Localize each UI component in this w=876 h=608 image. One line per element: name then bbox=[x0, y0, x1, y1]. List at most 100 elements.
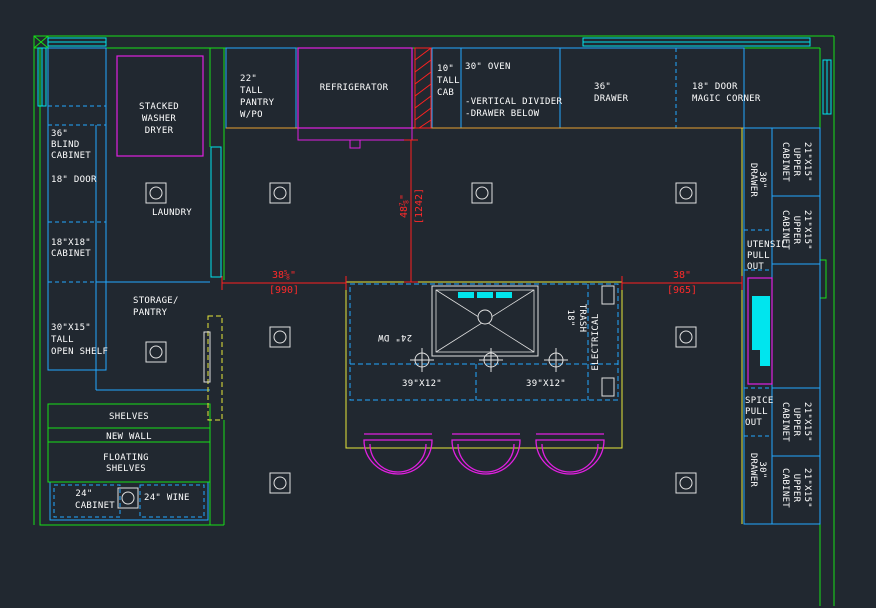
drawer30-top-2: DRAWER bbox=[748, 163, 758, 198]
upper2-label-3: CABINET bbox=[780, 210, 790, 250]
upper3-label-1: 21"X15" bbox=[802, 402, 812, 442]
magic-label-2: MAGIC CORNER bbox=[692, 94, 761, 104]
cab39-right-label: 39"X12" bbox=[526, 379, 566, 389]
bar-stool bbox=[535, 433, 605, 475]
drawer30-bot-1: 30" bbox=[757, 461, 767, 478]
laundry-labels: STACKED WASHER DRYER 36" BLIND CABINET 1… bbox=[51, 102, 192, 511]
dimension-lines bbox=[221, 139, 743, 290]
cab18-label-1: 18"X18" bbox=[51, 238, 91, 248]
pantry-label-3: PANTRY bbox=[240, 98, 275, 108]
sink-accent-2 bbox=[477, 292, 493, 298]
open-shelf-label-2: TALL bbox=[51, 335, 74, 345]
pendant-fixture bbox=[479, 348, 503, 372]
divider-label-1: -VERTICAL DIVIDER bbox=[465, 97, 562, 107]
pendant-fixtures bbox=[410, 348, 568, 372]
east-labels: 30" DRAWER 21"X15" UPPER CABINET 21"X15"… bbox=[745, 142, 812, 508]
laundry-shelves bbox=[47, 403, 211, 483]
cab24-label-2: CABINET bbox=[75, 501, 115, 511]
dim-right-metric: [965] bbox=[667, 285, 697, 296]
recessed-light bbox=[145, 182, 167, 204]
outlet-top bbox=[601, 285, 615, 305]
recessed-light bbox=[675, 472, 697, 494]
pantry-label-2: TALL bbox=[240, 86, 263, 96]
utensil-label-3: OUT bbox=[747, 262, 764, 272]
fridge-handle bbox=[349, 139, 361, 149]
drawer30-top-1: 30" bbox=[757, 171, 767, 188]
shelves-label: SHELVES bbox=[109, 412, 149, 422]
spice-label-3: OUT bbox=[745, 418, 762, 428]
drawer30-bot-2: DRAWER bbox=[748, 453, 758, 488]
upper4-label-2: UPPER bbox=[791, 474, 801, 503]
dim-vert-metric: [1242] bbox=[414, 188, 425, 224]
north-labels: 22" TALL PANTRY W/PO REFRIGERATOR 10" TA… bbox=[240, 62, 761, 120]
cooktop-element bbox=[752, 296, 770, 366]
utensil-label-2: PULL bbox=[747, 251, 770, 261]
door18-label: 18" DOOR bbox=[51, 175, 97, 185]
washer-dryer bbox=[116, 55, 204, 157]
upper4-label-3: CABINET bbox=[780, 468, 790, 508]
upper1-label-2: UPPER bbox=[791, 148, 801, 177]
recessed-light bbox=[145, 341, 167, 363]
recessed-light bbox=[269, 472, 291, 494]
utensil-label-1: UTENSIL bbox=[747, 240, 787, 250]
upper1-label-1: 21"X15" bbox=[802, 142, 812, 182]
upper3-label-2: UPPER bbox=[791, 408, 801, 437]
tallcab-label-1: 10" bbox=[437, 64, 454, 74]
washer-label-1: STACKED bbox=[139, 102, 179, 112]
pocket-door-lower bbox=[207, 315, 223, 421]
storage-label-2: PANTRY bbox=[133, 308, 168, 318]
drawer36-label-1: 36" bbox=[594, 82, 611, 92]
door-leaf bbox=[203, 331, 211, 383]
corner-column-x2 bbox=[33, 35, 49, 49]
wine-label: 24" WINE bbox=[144, 493, 190, 503]
sink-basin bbox=[435, 289, 535, 353]
magic-label-1: 18" DOOR bbox=[692, 82, 738, 92]
tallcab-label-2: TALL bbox=[437, 76, 460, 86]
fridge-label: REFRIGERATOR bbox=[320, 83, 389, 93]
pantry-label-4: W/PO bbox=[240, 110, 263, 120]
upper2-label-2: UPPER bbox=[791, 216, 801, 245]
pendant-fixture bbox=[544, 348, 568, 372]
upper1-label-3: CABINET bbox=[780, 142, 790, 182]
cab24-label-1: 24" bbox=[75, 489, 92, 499]
laundry-label: LAUNDRY bbox=[152, 208, 192, 218]
upper4-label-1: 21"X15" bbox=[802, 468, 812, 508]
outlet-bottom bbox=[601, 377, 615, 397]
recessed-lights bbox=[117, 182, 697, 509]
floating-label-1: FLOATING bbox=[103, 453, 149, 463]
tallcab-label-3: CAB bbox=[437, 88, 454, 98]
oven-label: 30" OVEN bbox=[465, 62, 511, 72]
washer-label-2: WASHER bbox=[142, 114, 177, 124]
fridge-panel-hatch bbox=[414, 47, 432, 129]
blind-cab-label-2: BLIND bbox=[51, 140, 80, 150]
recessed-light bbox=[471, 182, 493, 204]
bar-stools bbox=[363, 433, 605, 475]
recessed-light bbox=[269, 182, 291, 204]
recessed-light bbox=[117, 487, 139, 509]
floating-shelves-box bbox=[47, 441, 211, 483]
spice-label-1: SPICE bbox=[745, 396, 774, 406]
fridge-panel bbox=[414, 47, 432, 129]
sink-accent-1 bbox=[458, 292, 474, 298]
electrical-label: ELECTRICAL bbox=[591, 313, 601, 370]
open-shelf-label-3: OPEN SHELF bbox=[51, 347, 108, 357]
trash-label-2: TRASH bbox=[577, 304, 587, 333]
dim-left-metric: [990] bbox=[269, 285, 299, 296]
bar-stool bbox=[451, 433, 521, 475]
dim-left-value: 38⅝" bbox=[272, 269, 296, 281]
drawer36-label-2: DRAWER bbox=[594, 94, 629, 104]
wine-24-box bbox=[139, 484, 205, 518]
dim-right-value: 38" bbox=[673, 270, 691, 281]
dim-vert-value: 48⅞" bbox=[398, 194, 410, 218]
floating-label-2: SHELVES bbox=[106, 464, 146, 474]
recessed-light bbox=[675, 326, 697, 348]
upper3-label-3: CABINET bbox=[780, 402, 790, 442]
pendant-fixture bbox=[410, 348, 434, 372]
divider-label-2: -DRAWER BELOW bbox=[465, 109, 540, 119]
cab39-left-label: 39"X12" bbox=[402, 379, 442, 389]
sink-drain bbox=[477, 309, 493, 325]
island: 24" DW 18" TRASH ELECTRICAL 39"X12" 39"X… bbox=[345, 281, 623, 449]
spice-label-2: PULL bbox=[745, 407, 768, 417]
